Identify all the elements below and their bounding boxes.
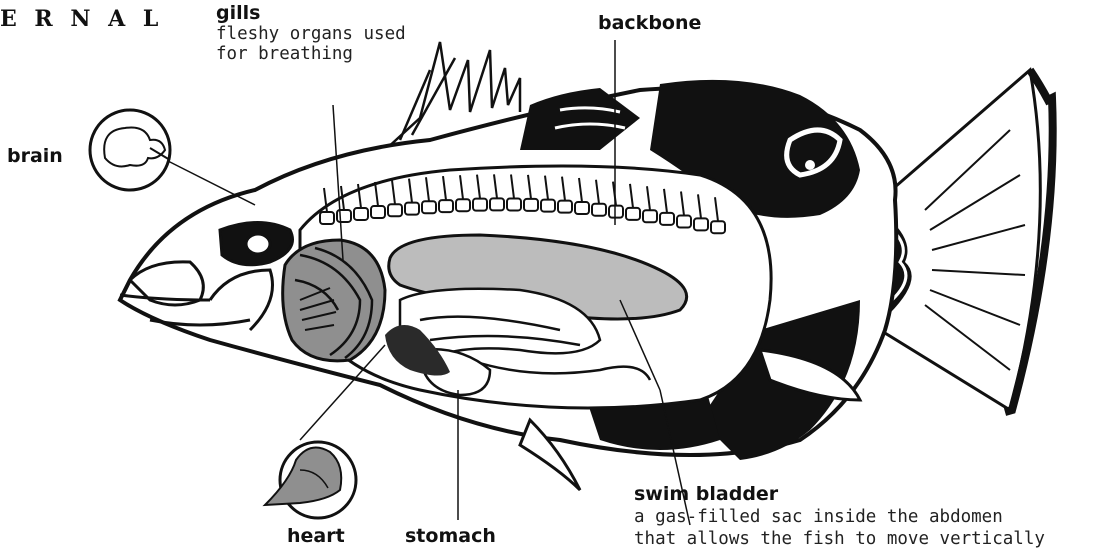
swim-bladder-description-line2: that allows the fish to move vertically xyxy=(634,529,1045,549)
vertebra xyxy=(558,201,572,213)
vertebra xyxy=(694,218,708,230)
vertebra xyxy=(541,200,555,212)
gills-organ xyxy=(283,240,385,361)
vertebra xyxy=(490,198,504,210)
vertebra xyxy=(388,204,402,216)
swim-bladder-description-line1: a gas-filled sac inside the abdomen xyxy=(634,507,1003,527)
gills-label: gills xyxy=(216,2,260,24)
vertebra xyxy=(592,204,606,216)
vertebra xyxy=(337,210,351,222)
vertebra xyxy=(422,201,436,213)
vertebra xyxy=(711,221,725,233)
vertebra xyxy=(507,198,521,210)
vertebra xyxy=(575,202,589,214)
brain-inset xyxy=(90,110,170,190)
gills-description-line1: fleshy organs used xyxy=(216,24,406,44)
vertebra xyxy=(524,199,538,211)
vertebra xyxy=(609,206,623,218)
header-fragment: E R N A L xyxy=(0,6,163,32)
vertebra xyxy=(677,216,691,228)
backbone-label: backbone xyxy=(598,12,701,34)
gills-description-line2: for breathing xyxy=(216,44,353,64)
vertebra xyxy=(473,199,487,211)
vertebra xyxy=(456,199,470,211)
vertebra xyxy=(643,210,657,222)
vertebra xyxy=(660,213,674,225)
vertebra xyxy=(320,212,334,224)
vertebra xyxy=(371,206,385,218)
vertebra xyxy=(626,208,640,220)
stomach-label: stomach xyxy=(405,525,496,547)
swim-bladder-label: swim bladder xyxy=(634,483,778,505)
vertebra xyxy=(439,200,453,212)
vertebra xyxy=(405,203,419,215)
heart-inset xyxy=(265,442,356,518)
brain-label: brain xyxy=(7,145,63,167)
heart-label: heart xyxy=(287,525,345,547)
vertebra xyxy=(354,208,368,220)
